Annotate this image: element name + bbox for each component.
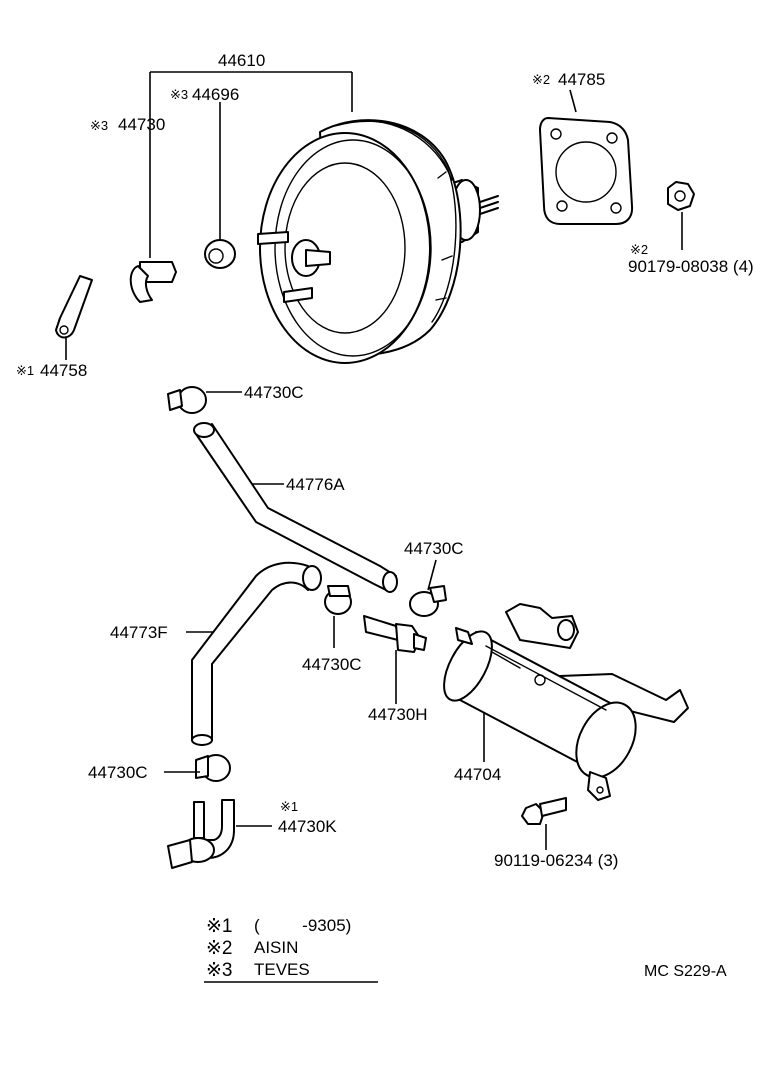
label-bolt[interactable]: 90119-06234 (3) — [494, 851, 618, 870]
legend-text-2: AISIN — [254, 938, 298, 957]
gasket[interactable] — [539, 117, 634, 225]
clamp-right[interactable] — [409, 585, 447, 617]
label-tank[interactable]: 44704 — [454, 765, 501, 784]
label-nut-mark: ※2 — [630, 242, 648, 257]
diagram-code: MC S229-A — [644, 963, 727, 980]
union[interactable] — [363, 615, 427, 653]
legend-mark-2: ※2 — [206, 938, 233, 959]
vacuum-tank[interactable] — [434, 603, 689, 801]
legend-mark-3: ※3 — [206, 960, 233, 981]
seal[interactable] — [204, 239, 236, 269]
bracket[interactable] — [55, 275, 93, 339]
label-clamp-mid[interactable]: 44730C — [302, 655, 362, 674]
nut[interactable] — [667, 181, 695, 211]
legend-text-3: TEVES — [254, 960, 310, 979]
label-hose-upper[interactable]: 44776A — [286, 475, 345, 494]
label-booster-assy[interactable]: 44610 — [218, 51, 265, 70]
label-seal-mark: ※3 — [170, 87, 188, 102]
hose-lower[interactable] — [191, 561, 322, 746]
label-gasket-mark: ※2 — [532, 72, 550, 87]
legend: ※1 ( -9305) ※2 AISIN ※3 TEVES — [204, 916, 378, 983]
clamp-lower[interactable] — [195, 754, 231, 782]
label-union-k[interactable]: 44730K — [278, 817, 337, 836]
check-valve[interactable] — [129, 261, 177, 303]
label-check-valve-mark: ※3 — [90, 118, 108, 133]
label-hose-lower[interactable]: 44773F — [110, 623, 168, 642]
label-bracket[interactable]: 44758 — [40, 361, 87, 380]
label-bracket-mark: ※1 — [16, 363, 34, 378]
brake-booster[interactable] — [257, 119, 499, 364]
label-clamp-right[interactable]: 44730C — [404, 539, 464, 558]
legend-text-1: ( -9305) — [254, 916, 351, 935]
label-union-k-mark: ※1 — [280, 799, 298, 814]
bolt[interactable] — [521, 797, 567, 825]
label-union[interactable]: 44730H — [368, 705, 428, 724]
hose-upper[interactable] — [193, 422, 398, 593]
legend-mark-1: ※1 — [206, 916, 233, 937]
label-clamp-lower[interactable]: 44730C — [88, 763, 148, 782]
label-nut[interactable]: 90179-08038 (4) — [628, 257, 754, 276]
label-clamp-upper[interactable]: 44730C — [244, 383, 304, 402]
label-gasket[interactable]: 44785 — [558, 70, 605, 89]
clamp-mid[interactable] — [324, 585, 352, 615]
label-check-valve[interactable]: 44730 — [118, 115, 165, 134]
part-labels: 44610 ※3 44696 ※3 44730 ※1 44758 ※2 4478… — [16, 51, 754, 870]
leader-lines — [65, 71, 683, 850]
union-k[interactable] — [167, 799, 235, 869]
clamp-upper[interactable] — [167, 386, 207, 414]
label-seal[interactable]: 44696 — [192, 85, 239, 104]
